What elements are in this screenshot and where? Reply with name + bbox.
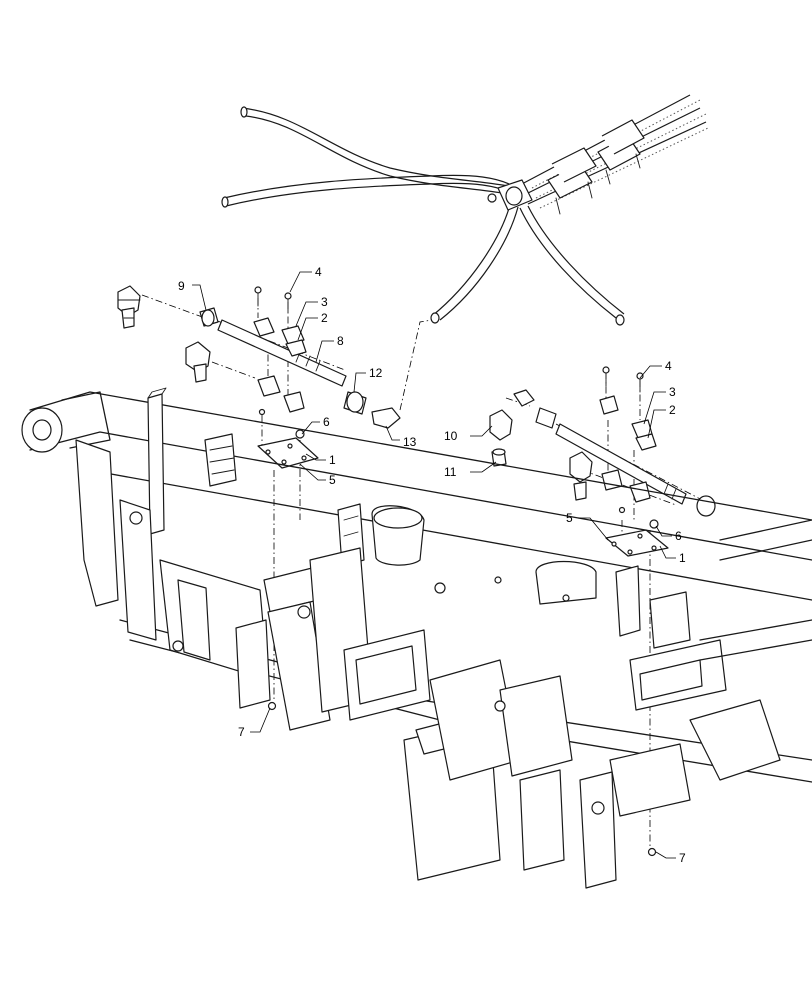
callout-8: 8 — [337, 334, 344, 348]
left-hose-group — [117, 285, 433, 711]
callout-11: 11 — [444, 465, 457, 479]
callout-6: 6 — [323, 415, 330, 429]
callout-labels: 9 4 3 2 8 12 13 6 1 5 7 4 3 2 10 11 5 6 … — [178, 265, 686, 865]
callout-5: 5 — [566, 511, 573, 525]
callout-12: 12 — [369, 366, 383, 380]
callout-3: 3 — [321, 295, 328, 309]
callout-6: 6 — [675, 529, 682, 543]
callout-leaders — [192, 271, 676, 859]
callout-10: 10 — [444, 429, 458, 443]
callout-1: 1 — [679, 551, 686, 565]
callout-2: 2 — [321, 311, 328, 325]
callout-5: 5 — [329, 473, 336, 487]
callout-3: 3 — [669, 385, 676, 399]
callout-9: 9 — [178, 279, 185, 293]
callout-4: 4 — [315, 265, 322, 279]
right-hose-group — [489, 366, 716, 857]
hose-harness — [221, 94, 709, 326]
callout-1: 1 — [329, 453, 336, 467]
toolbar-frame — [21, 387, 812, 889]
callout-2: 2 — [669, 403, 676, 417]
callout-13: 13 — [403, 435, 417, 449]
callout-4: 4 — [665, 359, 672, 373]
callout-7: 7 — [679, 851, 686, 865]
callout-7: 7 — [238, 725, 245, 739]
